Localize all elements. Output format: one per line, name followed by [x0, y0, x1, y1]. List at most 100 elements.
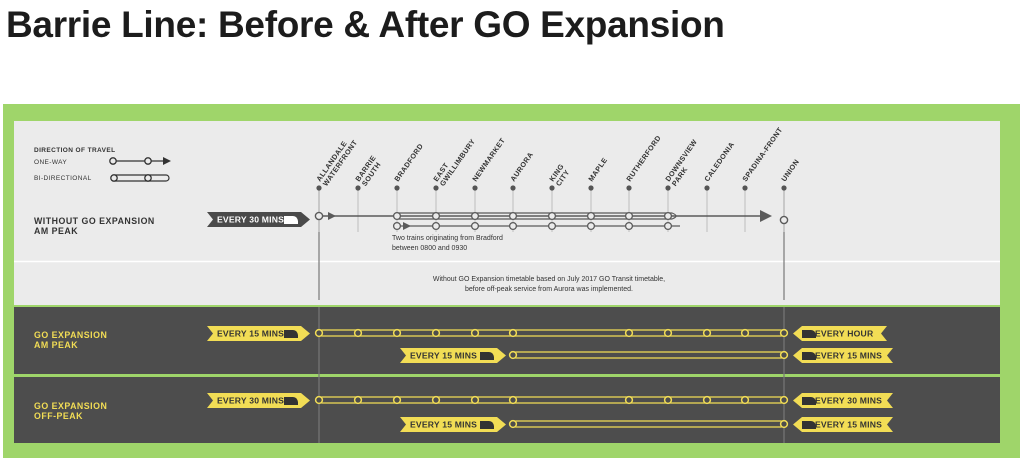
- badge-label: EVERY 15 MINS: [217, 329, 284, 339]
- station-marker: [470, 211, 480, 221]
- badge-shape: [793, 417, 893, 432]
- badge-shape: [400, 348, 506, 363]
- station-marker: [624, 211, 634, 221]
- badge-shape: [793, 393, 893, 408]
- station-marker: [663, 395, 673, 405]
- am-line1-freq-badge: EVERY 15 MINS: [207, 326, 310, 341]
- station-marker: [508, 350, 518, 360]
- train-icon: [802, 352, 816, 360]
- train-icon: [284, 216, 298, 224]
- without-expansion-panel: [14, 121, 1000, 261]
- station-marker: [470, 395, 480, 405]
- station-marker: [779, 215, 789, 225]
- station-marker: [508, 395, 518, 405]
- station-marker: [314, 328, 324, 338]
- station-marker: [431, 211, 441, 221]
- station-marker: [470, 328, 480, 338]
- badge-label: EVERY 15 MINS: [410, 420, 477, 430]
- station-marker: [779, 328, 789, 338]
- off-line2-freq-badge: EVERY 15 MINS: [400, 417, 506, 432]
- station-dot: [742, 185, 748, 191]
- off-line1-union-badge: EVERY 30 MINS: [793, 393, 893, 408]
- station-marker: [740, 395, 750, 405]
- station-marker: [586, 211, 596, 221]
- footnote-panel: [14, 261, 1000, 305]
- train-icon: [802, 397, 816, 405]
- without-arrow-small-icon: [328, 212, 336, 220]
- am-line2-freq-badge: EVERY 15 MINS: [400, 348, 506, 363]
- am-line1-union-badge: EVERY HOUR: [793, 326, 887, 341]
- station-dot: [316, 185, 322, 191]
- station-marker: [392, 211, 402, 221]
- station-marker: [431, 395, 441, 405]
- without-freq-badge: EVERY 30 MINS: [207, 212, 310, 227]
- station-marker: [392, 221, 402, 231]
- station-marker: [314, 395, 324, 405]
- badge-label: EVERY 15 MINS: [815, 420, 882, 430]
- train-icon: [802, 421, 816, 429]
- station-dot: [510, 185, 516, 191]
- train-icon: [480, 421, 494, 429]
- legend-bi-circle: [110, 174, 118, 182]
- legend-one-way-circle: [109, 157, 117, 165]
- badge-shape: [793, 348, 893, 363]
- off-peak-panel: [14, 377, 1000, 443]
- station-marker: [508, 211, 518, 221]
- badge-shape: [793, 326, 887, 341]
- badge-label: EVERY 30 MINS: [217, 215, 284, 225]
- station-marker: [392, 328, 402, 338]
- badge-label: EVERY 30 MINS: [815, 396, 882, 406]
- train-icon: [480, 352, 494, 360]
- station-marker: [624, 328, 634, 338]
- station-dot: [704, 185, 710, 191]
- station-marker: [547, 211, 557, 221]
- station-dot: [472, 185, 478, 191]
- train-icon: [284, 330, 298, 338]
- station-marker: [779, 350, 789, 360]
- station-marker: [586, 221, 596, 231]
- station-marker: [431, 221, 441, 231]
- legend-heading: DIRECTION OF TRAVEL: [34, 147, 116, 154]
- station-marker: [353, 328, 363, 338]
- station-dot: [588, 185, 594, 191]
- station-marker: [508, 328, 518, 338]
- station-marker: [547, 221, 557, 231]
- station-marker: [663, 221, 673, 231]
- train-icon: [802, 330, 816, 338]
- badge-shape: [400, 417, 506, 432]
- station-dot: [549, 185, 555, 191]
- legend-bi-directional-label: BI-DIRECTIONAL: [34, 175, 92, 182]
- station-marker: [470, 221, 480, 231]
- without-bi-line: [396, 212, 677, 220]
- page-title: Barrie Line: Before & After GO Expansion: [6, 4, 725, 45]
- station-dot: [665, 185, 671, 191]
- legend-one-way-circle: [144, 157, 152, 165]
- badge-label: EVERY 15 MINS: [815, 351, 882, 361]
- off-line2-union-badge: EVERY 15 MINS: [793, 417, 893, 432]
- legend-one-way-label: ONE-WAY: [34, 159, 67, 166]
- station-marker: [624, 395, 634, 405]
- off-line1-freq-badge: EVERY 30 MINS: [207, 393, 310, 408]
- legend-bi-circle: [144, 174, 152, 182]
- legend-arrow-icon: [163, 157, 171, 165]
- station-marker: [508, 419, 518, 429]
- station-marker: [740, 328, 750, 338]
- station-dot: [781, 185, 787, 191]
- am-line2-union-badge: EVERY 15 MINS: [793, 348, 893, 363]
- station-dot: [394, 185, 400, 191]
- station-marker: [663, 328, 673, 338]
- badge-label: EVERY 30 MINS: [217, 396, 284, 406]
- station-marker: [624, 221, 634, 231]
- station-marker: [779, 395, 789, 405]
- station-marker: [663, 211, 673, 221]
- train-icon: [284, 397, 298, 405]
- station-marker: [702, 328, 712, 338]
- station-dot: [355, 185, 361, 191]
- station-dot: [626, 185, 632, 191]
- without-arrow-icon: [760, 210, 772, 222]
